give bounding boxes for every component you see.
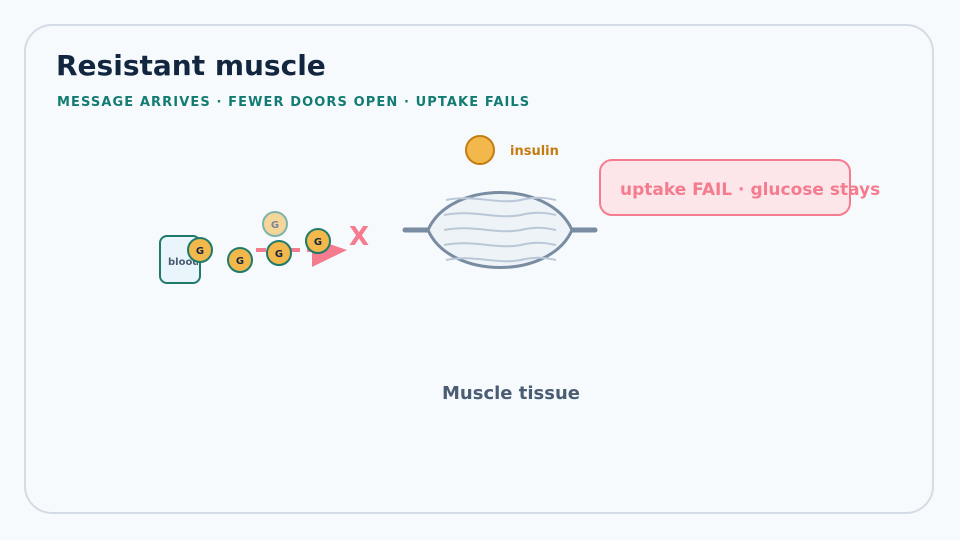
muscle-cell xyxy=(402,191,598,269)
glucose-label: G xyxy=(271,220,279,231)
glucose-label: G xyxy=(314,237,322,248)
result-text: uptake FAIL · glucose stays xyxy=(620,180,880,200)
glucose-molecule: G xyxy=(227,247,253,273)
glucose-molecule-faded: G xyxy=(262,211,288,237)
page-subtitle: MESSAGE ARRIVES · FEWER DOORS OPEN · UPT… xyxy=(57,95,531,110)
tissue-label: Muscle tissue xyxy=(442,383,580,404)
blood-label: blood xyxy=(168,257,199,268)
glucose-label: G xyxy=(275,249,283,260)
glucose-molecule: G xyxy=(266,240,292,266)
result-callout: uptake FAIL · glucose stays xyxy=(599,159,880,216)
glucose-label: G xyxy=(236,256,244,267)
page-title: Resistant muscle xyxy=(56,49,326,82)
insulin-molecule-icon xyxy=(465,135,495,165)
glucose-molecule: G xyxy=(187,237,213,263)
blocked-x-mark: X xyxy=(349,222,369,252)
insulin-label: insulin xyxy=(510,144,559,159)
glucose-label: G xyxy=(196,246,204,257)
glucose-molecule: G xyxy=(305,228,331,254)
